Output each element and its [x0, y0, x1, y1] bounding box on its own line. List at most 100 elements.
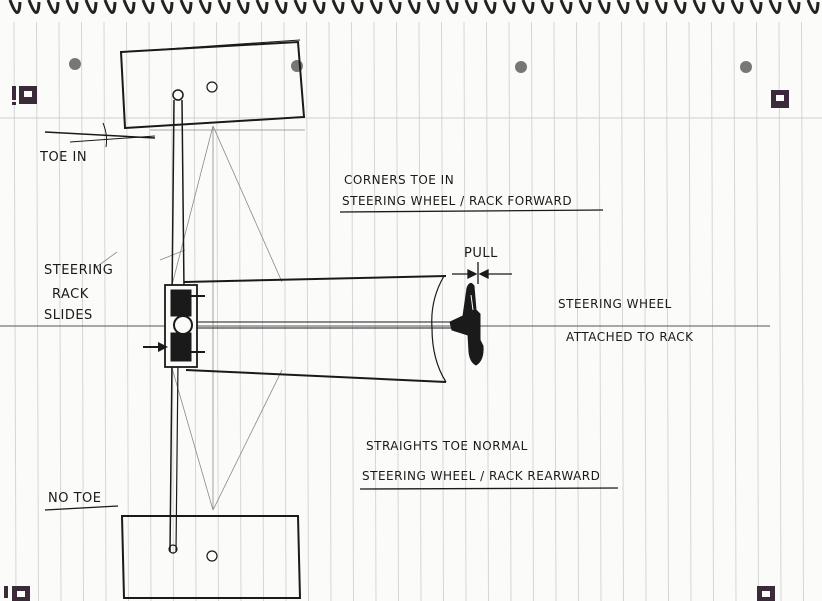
ruled-line	[553, 21, 557, 601]
ruled-line	[418, 21, 422, 601]
steering-rack	[164, 284, 205, 368]
ruled-line	[238, 21, 242, 601]
label-corners-line1: CORNERS TOE IN	[344, 173, 454, 187]
spiral-coil	[8, 0, 22, 14]
spiral-coil	[806, 0, 820, 14]
spiral-coil	[464, 0, 478, 14]
ruled-lines	[0, 21, 822, 601]
spiral-coil	[749, 0, 763, 14]
spiral-coil	[692, 0, 706, 14]
label-toe-in: TOE IN	[39, 150, 87, 165]
punch-hole	[740, 61, 752, 73]
label-steering: STEERING	[44, 263, 113, 278]
spiral-coil	[540, 0, 554, 14]
spiral-coil	[217, 0, 231, 14]
ruled-line	[306, 21, 309, 601]
pencil-construction	[94, 125, 305, 511]
corner-mark-top-left	[12, 86, 37, 105]
spiral-coil	[502, 0, 516, 14]
ruled-line	[148, 21, 152, 601]
ruled-line	[283, 21, 287, 601]
label-slides: SLIDES	[44, 308, 93, 323]
ruled-line	[508, 21, 512, 601]
spiral-coil	[103, 0, 117, 14]
ruled-line	[396, 21, 399, 601]
label-straights-line1: STRAIGHTS TOE NORMAL	[366, 439, 528, 453]
ruled-line	[261, 21, 264, 601]
ruled-line	[351, 21, 354, 601]
ruled-line	[126, 21, 129, 601]
label-rack: RACK	[52, 287, 89, 302]
ruled-line	[778, 21, 782, 601]
corner-mark-bottom-right	[757, 586, 775, 601]
label-no-toe: NO TOE	[48, 491, 101, 506]
spiral-coil	[369, 0, 383, 14]
spiral-coil	[654, 0, 668, 14]
spiral-coil	[198, 0, 212, 14]
pull-dimension	[452, 262, 512, 284]
front-wheel	[119, 39, 306, 130]
ruled-line	[576, 21, 579, 601]
spiral-coil	[293, 0, 307, 14]
spiral-coil	[578, 0, 592, 14]
ruled-line	[598, 21, 602, 601]
spiral-coil	[597, 0, 611, 14]
corner-mark-top-right	[771, 90, 789, 108]
steering-column	[183, 275, 460, 383]
spiral-coil	[616, 0, 630, 14]
ruled-line	[801, 21, 804, 601]
spiral-coil	[559, 0, 573, 14]
steering-wheel	[449, 282, 484, 366]
spiral-coil	[483, 0, 497, 14]
ruled-line	[216, 21, 219, 601]
spiral-coil	[236, 0, 250, 14]
rack-arrow-icon	[143, 342, 168, 352]
spiral-coil	[407, 0, 421, 14]
spiral-coil	[122, 0, 136, 14]
label-straights-line2: STEERING WHEEL / RACK REARWARD	[362, 469, 600, 483]
corner-mark-bottom-left	[4, 586, 30, 601]
ruled-line	[486, 21, 489, 601]
label-pull: PULL	[464, 246, 498, 261]
toe-in-angle	[44, 122, 156, 148]
spiral-coil	[27, 0, 41, 14]
label-attached-line1: STEERING WHEEL	[558, 297, 672, 311]
ruled-line	[441, 21, 444, 601]
spiral-coil	[426, 0, 440, 14]
spiral-coil	[331, 0, 345, 14]
ruled-line	[531, 21, 534, 601]
heading-underlines	[44, 209, 619, 511]
spiral-coil	[65, 0, 79, 14]
spiral-coil	[635, 0, 649, 14]
spiral-coil	[521, 0, 535, 14]
ruled-line	[688, 21, 692, 601]
ruled-line	[621, 21, 624, 601]
notebook-corner-mark-icon	[4, 86, 789, 601]
ruled-line	[733, 21, 737, 601]
spiral-coil	[312, 0, 326, 14]
spiral-coil	[160, 0, 174, 14]
spiral-coil	[388, 0, 402, 14]
label-attached-line2: ATTACHED TO RACK	[566, 330, 694, 344]
rear-wheel	[120, 515, 302, 599]
spiral-coil	[255, 0, 269, 14]
ruled-line	[711, 21, 714, 601]
ruled-line	[643, 21, 647, 601]
spiral-coil	[274, 0, 288, 14]
punch-hole	[69, 58, 81, 70]
spiral-coil	[711, 0, 725, 14]
spiral-coil	[141, 0, 155, 14]
upright	[168, 89, 185, 554]
label-corners-line2: STEERING WHEEL / RACK FORWARD	[342, 194, 572, 208]
spiral-coil	[350, 0, 364, 14]
punch-hole	[515, 61, 527, 73]
spiral-coil	[445, 0, 459, 14]
spiral-coil	[46, 0, 60, 14]
spiral-coil	[179, 0, 193, 14]
ruled-line	[36, 21, 39, 601]
spiral-coil	[787, 0, 801, 14]
ruled-line	[756, 21, 759, 601]
spiral-coil	[768, 0, 782, 14]
ruled-line	[666, 21, 669, 601]
